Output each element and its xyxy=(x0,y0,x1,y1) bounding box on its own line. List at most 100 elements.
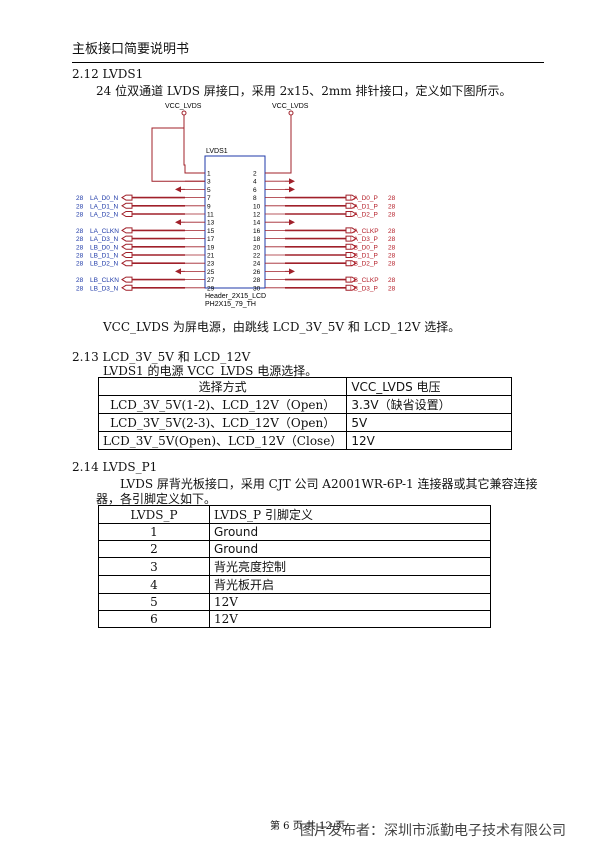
table-cell: 3.3V（缺省设置） xyxy=(346,395,513,414)
table-row: 3 背光亮度控制 xyxy=(98,557,491,576)
signal-name-right: LB_D2_P xyxy=(350,261,378,268)
table-cell: 12V xyxy=(346,431,513,450)
table-row: 6 12V xyxy=(98,610,491,628)
table-cell: 4 xyxy=(98,575,210,594)
table-header-cell: VCC_LVDS 电压 xyxy=(346,377,513,396)
signal-page-left: 28 xyxy=(76,285,84,292)
port-symbol-left xyxy=(121,235,133,242)
table-header-row: 选择方式 VCC_LVDS 电压 xyxy=(97,377,513,396)
table-cell: Ground xyxy=(209,540,491,558)
table-cell: 5 xyxy=(98,593,210,611)
table-cell: LCD_3V_5V(2-3)、LCD_12V（Open） xyxy=(97,413,348,432)
signal-page-right: 28 xyxy=(388,212,396,219)
publisher-watermark: 图片发布者：深圳市派勤电子技术有限公司 xyxy=(300,823,566,839)
signal-page-right: 28 xyxy=(388,228,396,235)
pin-number-odd: 1 xyxy=(207,171,211,178)
table-cell: 6 xyxy=(98,610,210,628)
pin-number-even: 18 xyxy=(253,236,261,243)
port-symbol-right xyxy=(345,252,357,258)
ground-arrow-right xyxy=(289,219,295,226)
table-row: LCD_3V_5V(1-2)、LCD_12V（Open） 3.3V（缺省设置） xyxy=(97,395,513,414)
port-symbol-left xyxy=(121,227,133,234)
signal-name-right: LB_D0_P xyxy=(350,244,378,251)
signal-name-right: LA_D3_P xyxy=(350,236,378,243)
port-symbol-left xyxy=(121,284,133,291)
signal-page-right: 28 xyxy=(388,236,396,243)
section-2-12-description: 24 位双通道 LVDS 屏接口，采用 2x15、2mm 排针接口，定义如下图所… xyxy=(96,84,512,98)
pin-number-even: 6 xyxy=(253,187,257,194)
port-symbol-right xyxy=(345,194,357,201)
vcc-right-wire xyxy=(265,115,292,174)
signal-page-right: 28 xyxy=(388,261,396,268)
port-symbol-right xyxy=(345,235,357,242)
table-cell: LCD_3V_5V(1-2)、LCD_12V（Open） xyxy=(97,395,348,414)
signal-name-left: LA_D0_N xyxy=(90,195,118,202)
pin-number-even: 16 xyxy=(253,228,261,235)
pin-number-odd: 29 xyxy=(207,285,215,292)
table-cell: LCD_3V_5V(Open)、LCD_12V（Close） xyxy=(97,431,348,450)
signal-page-left: 28 xyxy=(76,195,84,202)
pin-number-odd: 25 xyxy=(207,269,215,276)
table-cell: 12V xyxy=(209,610,491,628)
signal-page-left: 28 xyxy=(76,228,84,235)
table-cell: 1 xyxy=(98,523,210,541)
table-cell: 12V xyxy=(209,593,491,611)
page-number-footer: 第 6 页 共 12 页 xyxy=(270,821,345,832)
vcc-left-wire xyxy=(183,115,205,174)
signal-name-left: LB_D0_N xyxy=(90,244,118,251)
port-symbol-left xyxy=(121,211,133,217)
signal-page-right: 28 xyxy=(388,285,396,292)
port-symbol-left xyxy=(121,276,133,283)
signal-name-right: LB_D3_P xyxy=(350,285,378,292)
document-header-title: 主板接口简要说明书 xyxy=(72,42,190,57)
table-cell: 背光板开启 xyxy=(209,575,491,594)
vcc-left-wire-2 xyxy=(151,127,205,182)
signal-name-left: LB_D1_N xyxy=(90,253,118,260)
signal-page-left: 28 xyxy=(76,244,84,251)
pin-number-even: 2 xyxy=(253,171,257,178)
pin-number-odd: 15 xyxy=(207,228,215,235)
port-symbol-left xyxy=(121,252,133,258)
ground-arrow-right xyxy=(289,186,295,193)
pin-number-even: 8 xyxy=(253,195,257,202)
table-row: LCD_3V_5V(2-3)、LCD_12V（Open） 5V xyxy=(97,413,513,432)
pin-number-even: 10 xyxy=(253,203,261,210)
vcc-right-label: VCC_LVDS xyxy=(272,103,309,110)
table-row: 4 背光板开启 xyxy=(98,575,491,594)
table-row: 5 12V xyxy=(98,593,491,611)
part-name: Header_2X15_LCD xyxy=(205,293,266,300)
signal-page-right: 28 xyxy=(388,277,396,284)
pin-number-even: 26 xyxy=(253,269,261,276)
table-cell: 3 xyxy=(98,557,210,576)
signal-page-left: 28 xyxy=(76,277,84,284)
section-2-12-title: 2.12 LVDS1 xyxy=(72,67,144,81)
table-header-row: LVDS_P LVDS_P 引脚定义 xyxy=(98,505,491,524)
ground-arrow-right xyxy=(289,178,295,185)
table-header-cell: LVDS_P xyxy=(98,505,210,524)
port-symbol-right xyxy=(345,260,357,267)
pin-number-odd: 7 xyxy=(207,195,211,202)
pin-number-odd: 13 xyxy=(207,220,215,227)
pin-number-odd: 5 xyxy=(207,187,211,194)
signal-name-right: LB_D1_P xyxy=(350,253,378,260)
signal-page-right: 28 xyxy=(388,195,396,202)
table-cell: 5V xyxy=(346,413,513,432)
port-symbol-left xyxy=(121,202,133,209)
signal-page-right: 28 xyxy=(388,203,396,210)
ground-arrow-right xyxy=(289,268,295,275)
signal-page-left: 28 xyxy=(76,203,84,210)
backlight-pin-table: LVDS_P LVDS_P 引脚定义 1 Ground 2 Ground 3 背… xyxy=(98,505,491,628)
vcc-left-terminal xyxy=(181,110,187,116)
port-symbol-left xyxy=(121,243,133,250)
table-row: 2 Ground xyxy=(98,540,491,558)
pin-number-even: 20 xyxy=(253,244,261,251)
section-2-14-description-line1: LVDS 屏背光板接口，采用 CJT 公司 A2001WR-6P-1 连接器或其… xyxy=(120,477,538,491)
section-2-14-title: 2.14 LVDS_P1 xyxy=(72,460,158,474)
port-symbol-right xyxy=(345,202,357,209)
pin-number-odd: 23 xyxy=(207,261,215,268)
signal-page-left: 28 xyxy=(76,261,84,268)
section-2-13-description: LVDS1 的电源 VCC_LVDS 电源选择。 xyxy=(103,364,318,378)
signal-name-right: LA_D1_P xyxy=(350,203,378,210)
signal-name-right: LA_D0_P xyxy=(350,195,378,202)
pin-number-odd: 17 xyxy=(207,236,215,243)
